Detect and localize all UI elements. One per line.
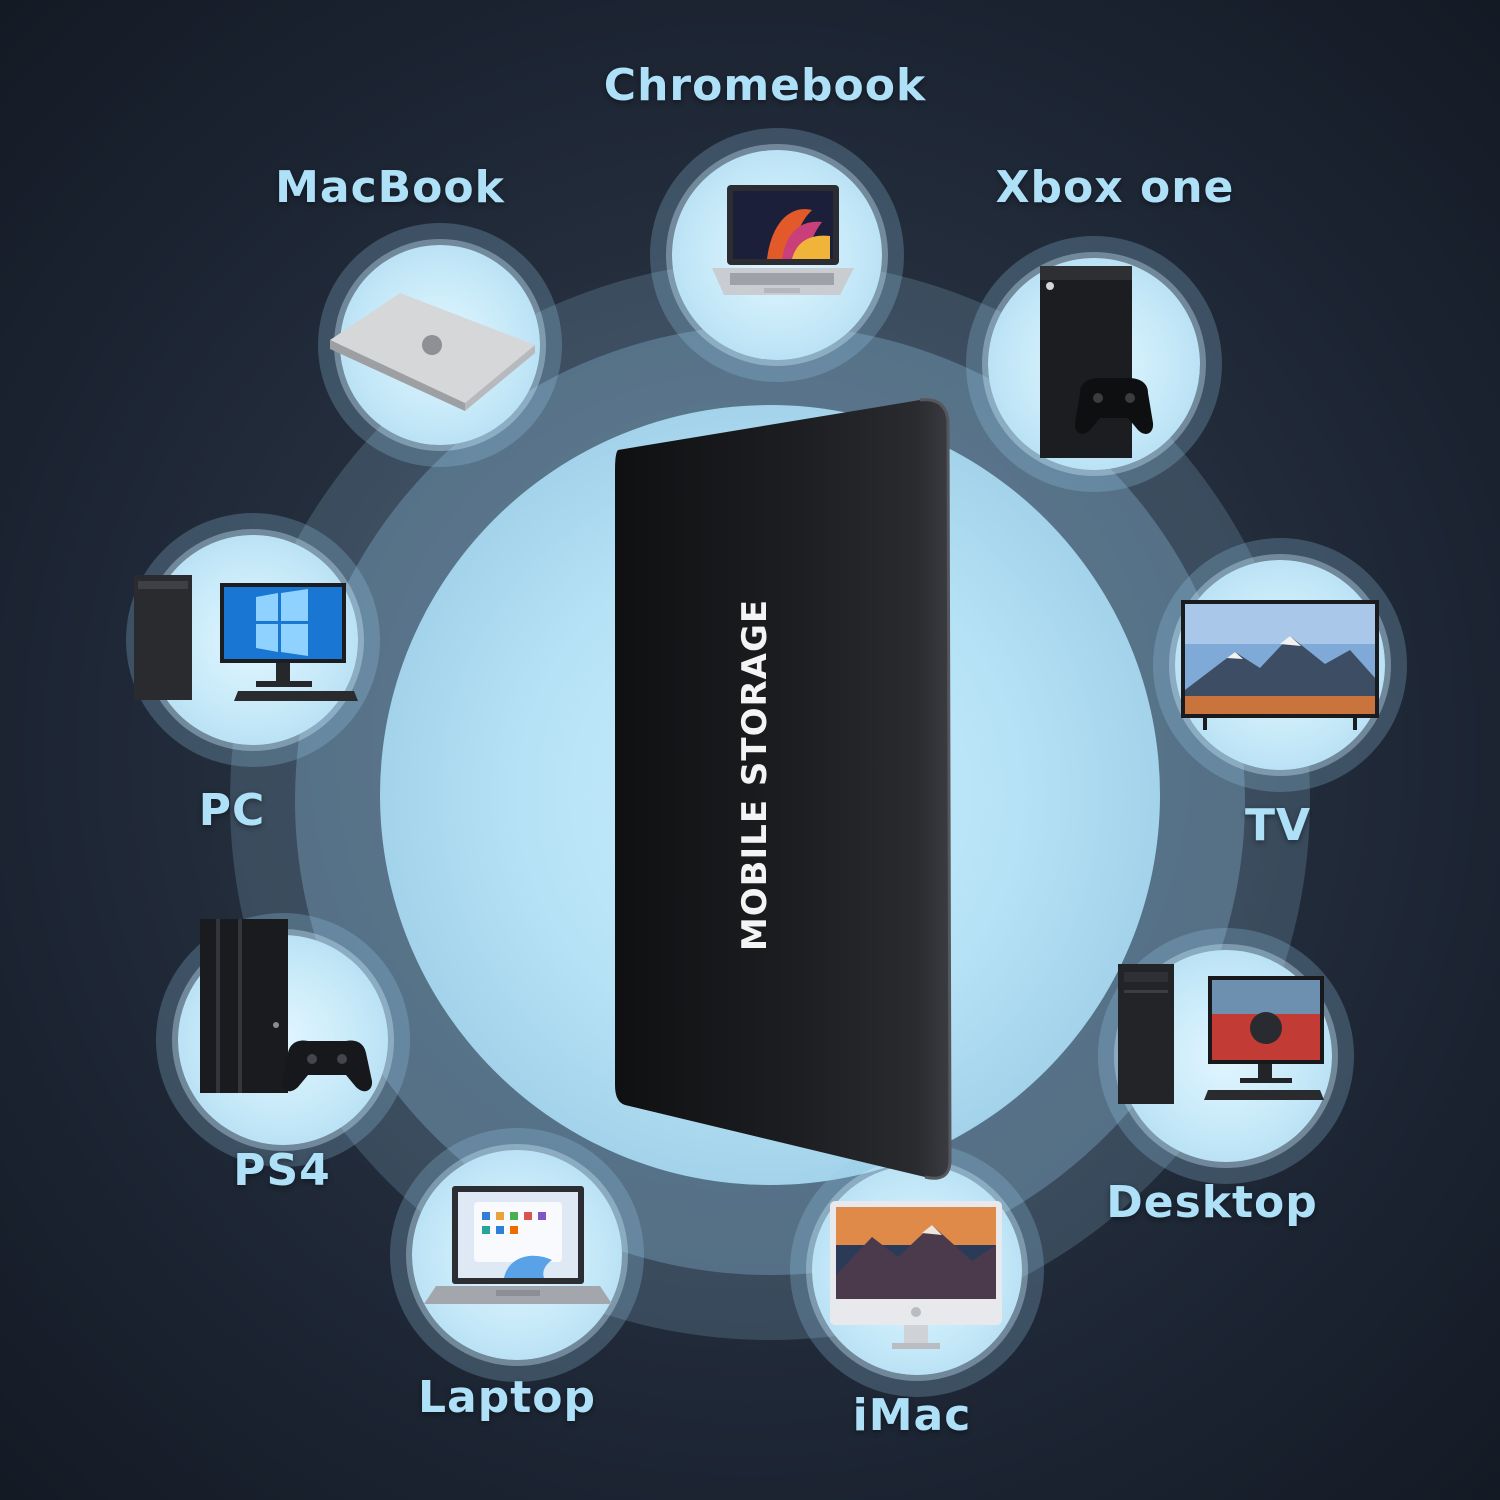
desktop-device <box>1098 928 1354 1184</box>
device-label-imac: iMac <box>852 1390 972 1441</box>
macbook-icon <box>330 293 535 411</box>
device-label-macbook: MacBook <box>275 162 505 213</box>
chromebook-device <box>650 128 904 382</box>
drive-label: MOBILE STORAGE <box>735 598 775 952</box>
pc-device <box>126 513 380 767</box>
ps4-console-icon <box>200 919 373 1093</box>
device-label-pc: PC <box>198 785 266 836</box>
device-label-desktop: Desktop <box>1106 1177 1318 1228</box>
imac-device <box>790 1143 1044 1397</box>
device-label-xbox: Xbox one <box>995 162 1235 213</box>
ps4-device <box>156 913 410 1167</box>
device-label-ps4: PS4 <box>233 1145 331 1196</box>
imac-icon <box>830 1201 1002 1349</box>
tv-device <box>1153 538 1407 792</box>
tv-icon <box>1181 600 1379 730</box>
pc-tower-monitor-icon <box>134 575 358 701</box>
device-label-tv: TV <box>1244 800 1312 851</box>
chromebook-laptop-icon <box>712 185 854 295</box>
xbox-console-icon <box>1040 266 1154 458</box>
device-label-chromebook: Chromebook <box>603 60 927 111</box>
desktop-tower-icon <box>1118 964 1324 1104</box>
xbox-device <box>966 236 1222 492</box>
laptop-icon <box>424 1186 612 1304</box>
device-label-laptop: Laptop <box>418 1372 596 1423</box>
macbook-device <box>318 223 562 467</box>
mobile-storage-drive <box>615 398 952 1180</box>
laptop-device <box>390 1128 644 1382</box>
